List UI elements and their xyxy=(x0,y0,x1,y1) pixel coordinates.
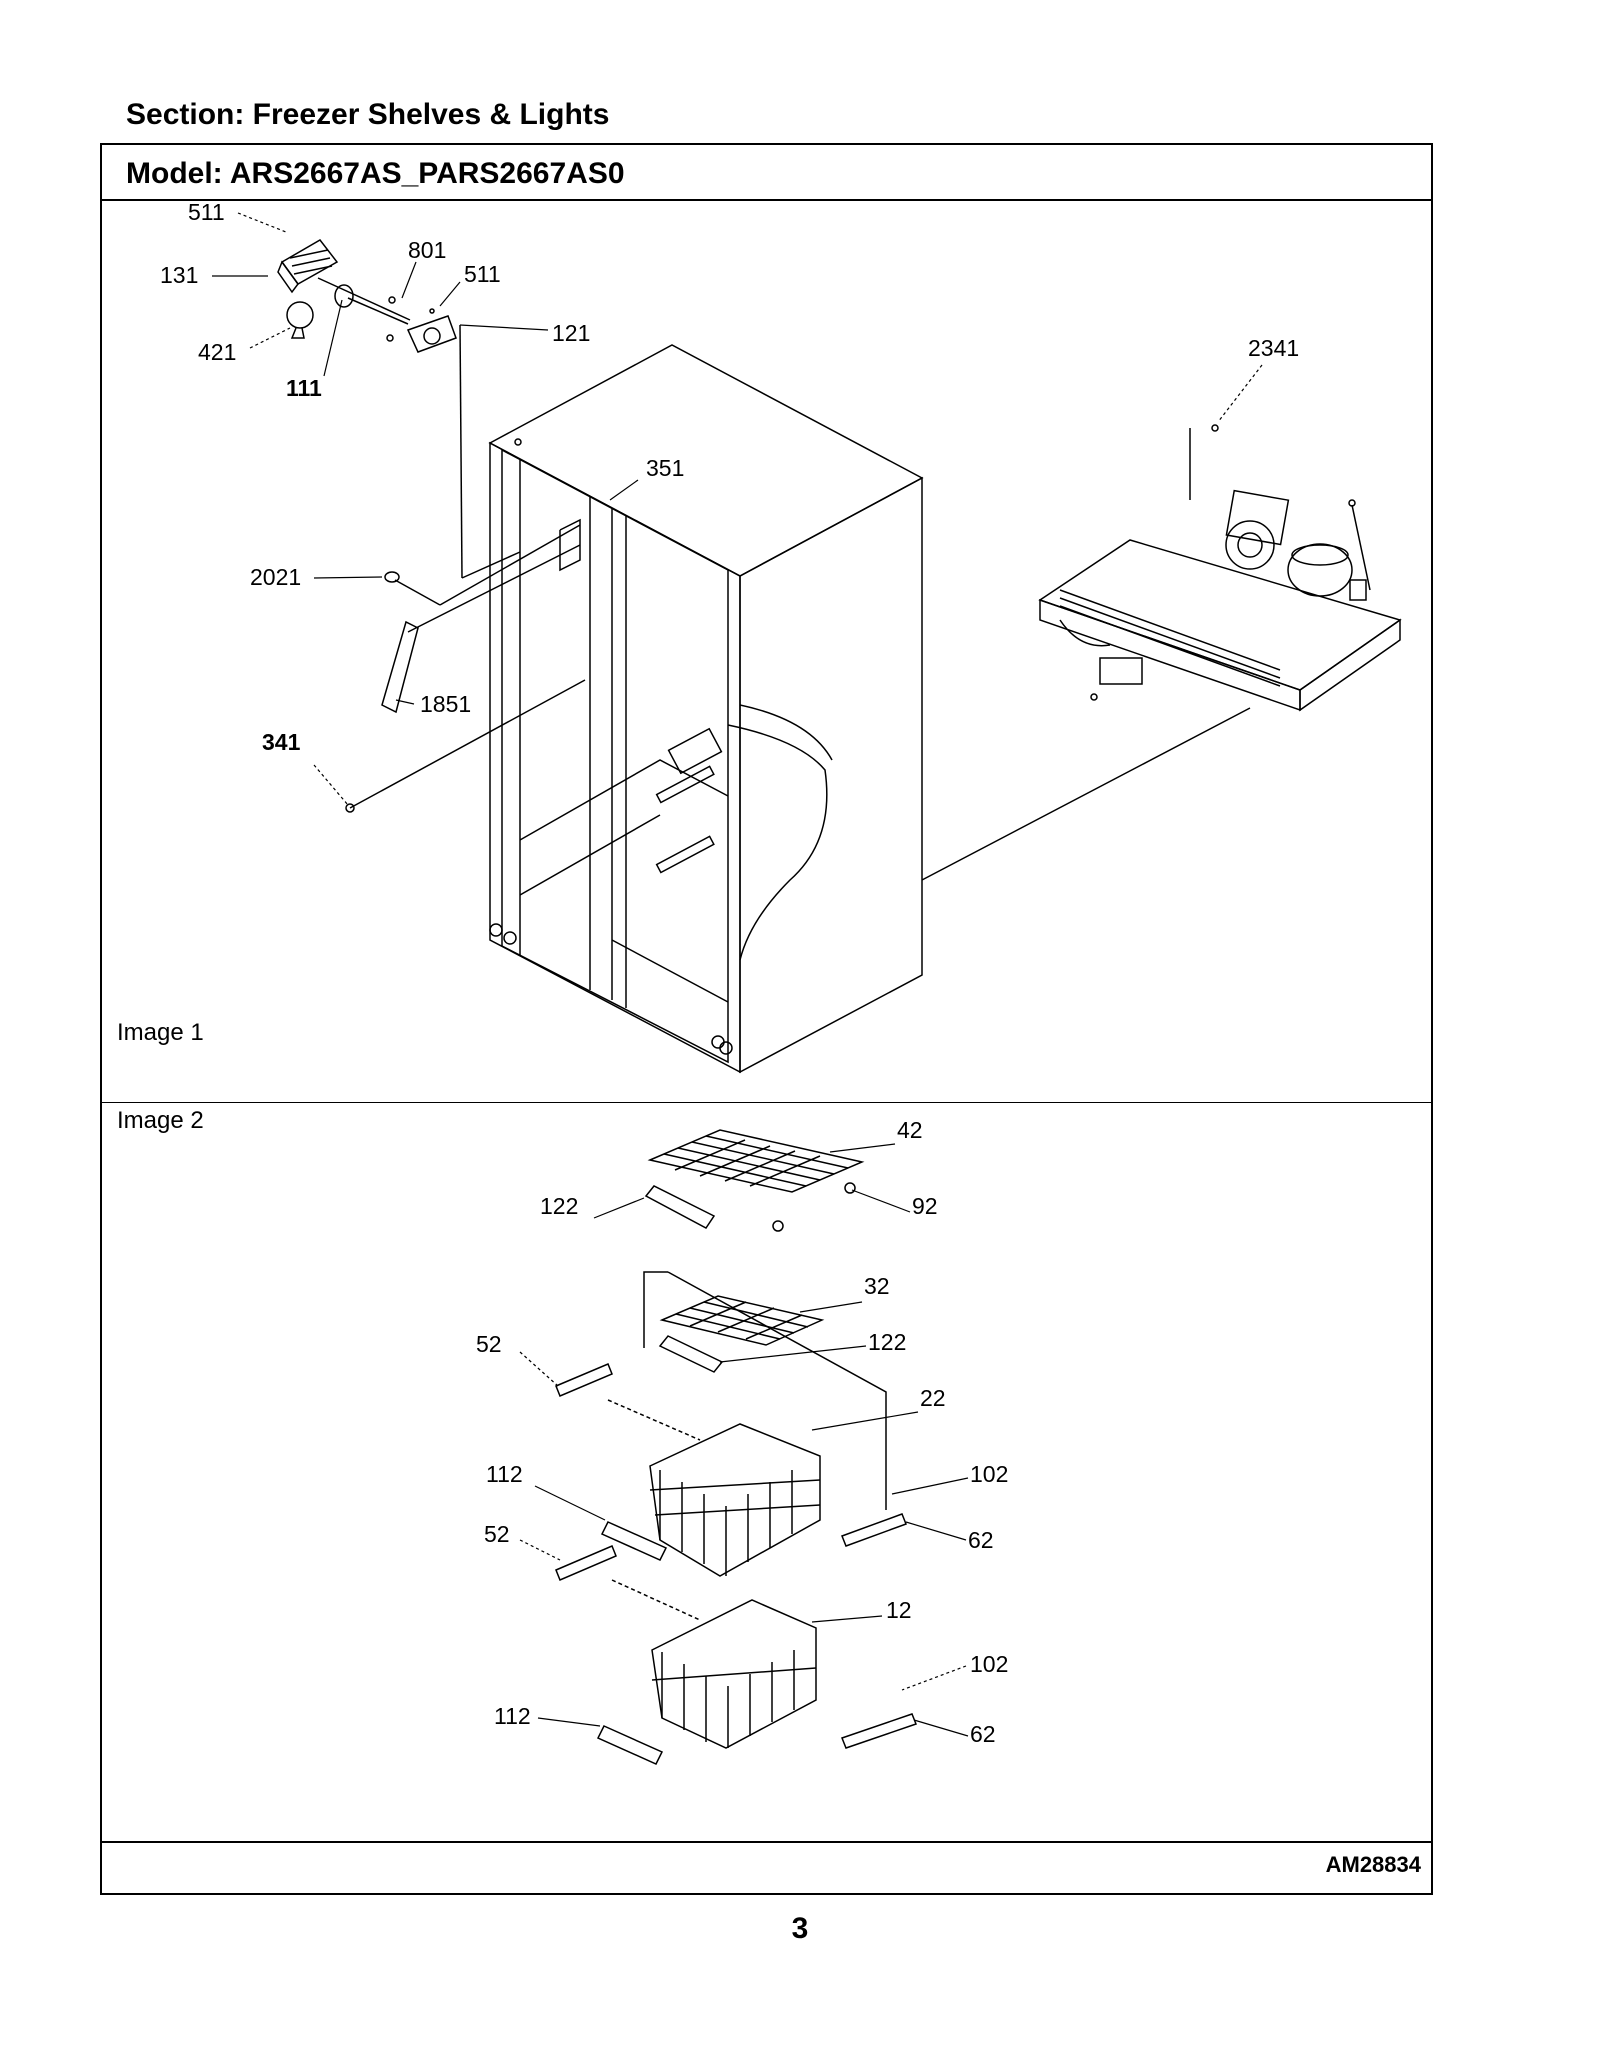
callout-label: 92 xyxy=(912,1193,938,1219)
shelf-42-drawing xyxy=(644,1129,865,1232)
callout-label: 2021 xyxy=(250,564,301,590)
callout-label: 122 xyxy=(868,1329,906,1355)
callout-label: 341 xyxy=(262,729,301,755)
callout-label: 112 xyxy=(494,1703,531,1729)
callout-label: 2341 xyxy=(1248,335,1299,361)
callout-leaders-image-1 xyxy=(212,212,1263,806)
callout-label: 421 xyxy=(198,339,236,365)
callout-labels-image-1: 511 131 801 511 121 421 111 2341 351 202… xyxy=(160,199,1299,755)
callout-label: 1851 xyxy=(420,691,471,717)
image-1-label: Image 1 xyxy=(117,1019,204,1046)
basket-22-drawing xyxy=(555,1363,907,1577)
image-2-label: Image 2 xyxy=(117,1107,204,1134)
section-title: Section: Freezer Shelves & Lights xyxy=(126,98,610,131)
callout-label: 111 xyxy=(286,375,322,401)
callout-label: 62 xyxy=(968,1527,994,1553)
model-title: Model: ARS2667AS_PARS2667AS0 xyxy=(126,157,625,190)
callout-label: 62 xyxy=(970,1721,996,1747)
callout-label: 131 xyxy=(160,262,198,288)
machine-compartment-drawing xyxy=(1038,424,1402,712)
callout-label: 42 xyxy=(897,1117,923,1143)
misc-parts-drawing xyxy=(345,524,1251,881)
callout-label: 22 xyxy=(920,1385,946,1411)
callout-labels-image-2: 42 122 92 32 52 122 22 112 102 62 52 12 … xyxy=(476,1117,1008,1747)
callout-label: 52 xyxy=(476,1331,502,1357)
callout-label: 102 xyxy=(970,1461,1008,1487)
basket-12-drawing xyxy=(555,1545,917,1765)
callout-label: 112 xyxy=(486,1461,523,1487)
shelf-32-drawing xyxy=(643,1271,887,1510)
light-assembly-drawing xyxy=(277,239,521,579)
callout-label: 32 xyxy=(864,1273,890,1299)
diagram-frame: Model: ARS2667AS_PARS2667AS0 Image 1 Ima… xyxy=(100,143,1433,1895)
callout-label: 511 xyxy=(188,199,225,225)
callout-leaders-image-2 xyxy=(519,1143,969,1737)
callout-label: 121 xyxy=(552,320,590,346)
footer-divider xyxy=(102,1841,1431,1843)
callout-label: 511 xyxy=(464,261,501,287)
callout-label: 102 xyxy=(970,1651,1008,1677)
image-divider xyxy=(102,1102,1431,1103)
page-number: 3 xyxy=(791,1912,809,1945)
cabinet-drawing xyxy=(488,344,924,1074)
callout-label: 351 xyxy=(646,455,684,481)
callout-label: 52 xyxy=(484,1521,510,1547)
callout-label: 801 xyxy=(408,237,446,263)
document-code: AM28834 xyxy=(1325,1852,1421,1877)
callout-label: 12 xyxy=(886,1597,912,1623)
model-bar: Model: ARS2667AS_PARS2667AS0 xyxy=(102,145,1431,201)
callout-label: 122 xyxy=(540,1193,578,1219)
